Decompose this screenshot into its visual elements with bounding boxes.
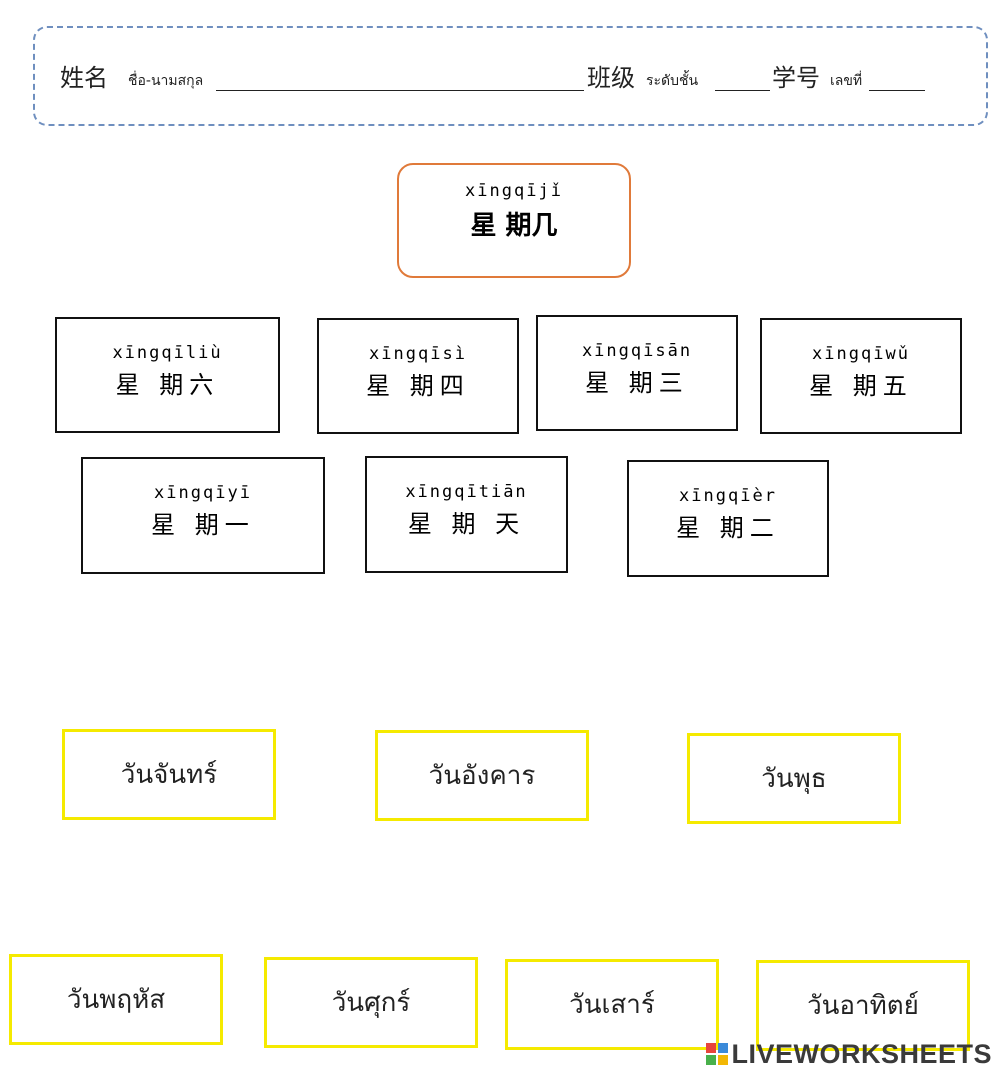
card-pinyin: xīngqīyī [154, 483, 252, 503]
number-label-th: เลขที่ [830, 73, 863, 89]
drop-box-thursday[interactable]: วันพฤหัส [9, 954, 223, 1045]
number-label-zh: 学号 [772, 64, 820, 92]
liveworksheets-logo: LIVEWORKSHEETS [706, 1039, 992, 1070]
card-pinyin: xīngqīsān [581, 341, 693, 361]
card-tuesday[interactable]: xīngqīèr 星 期二 [627, 460, 829, 577]
thai-label: วันเสาร์ [569, 990, 655, 1020]
drop-box-tuesday[interactable]: วันอังคาร [375, 730, 589, 821]
card-wednesday[interactable]: xīngqīsān 星 期三 [536, 315, 738, 431]
drop-box-saturday[interactable]: วันเสาร์ [505, 959, 719, 1050]
drop-box-monday[interactable]: วันจันทร์ [62, 729, 276, 820]
card-hanzi: 星 期 天 [407, 510, 526, 538]
name-label-th: ชื่อ-นามสกุล [128, 73, 204, 89]
card-friday[interactable]: xīngqīwǔ 星 期五 [760, 318, 962, 434]
card-saturday[interactable]: xīngqīliù 星 期六 [55, 317, 280, 433]
class-label-zh: 班级 [587, 64, 635, 92]
thai-label: วันจันทร์ [120, 760, 218, 790]
card-pinyin: xīngqīsì [369, 344, 467, 364]
class-input-line[interactable] [715, 90, 770, 91]
title-hanzi: 星 期几 [470, 211, 558, 241]
card-hanzi: 星 期六 [115, 371, 220, 399]
brand-text: LIVEWORKSHEETS [731, 1039, 992, 1069]
thai-label: วันศุกร์ [331, 988, 411, 1018]
name-input-line[interactable] [216, 90, 584, 91]
drop-box-wednesday[interactable]: วันพุธ [687, 733, 901, 824]
card-pinyin: xīngqīliù [112, 343, 223, 363]
class-label-th: ระดับชั้น [646, 73, 699, 89]
card-hanzi: 星 期四 [366, 372, 470, 400]
student-info-box [33, 26, 988, 126]
card-thursday[interactable]: xīngqīsì 星 期四 [317, 318, 519, 434]
card-pinyin: xīngqīèr [679, 486, 777, 506]
card-hanzi: 星 期三 [585, 369, 689, 397]
title-pinyin: xīngqījǐ [465, 181, 563, 201]
thai-label: วันอาทิตย์ [807, 991, 919, 1021]
thai-label: วันพุธ [761, 764, 827, 794]
card-pinyin: xīngqītiān [405, 482, 528, 502]
name-label-zh: 姓名 [60, 64, 108, 92]
card-hanzi: 星 期一 [151, 511, 255, 539]
card-sunday[interactable]: xīngqītiān 星 期 天 [365, 456, 568, 573]
card-pinyin: xīngqīwǔ [812, 344, 910, 364]
card-hanzi: 星 期二 [676, 514, 780, 542]
liveworksheets-logo-icon [706, 1043, 729, 1065]
number-input-line[interactable] [869, 90, 925, 91]
card-hanzi: 星 期五 [809, 372, 913, 400]
drop-box-friday[interactable]: วันศุกร์ [264, 957, 478, 1048]
drop-box-sunday[interactable]: วันอาทิตย์ [756, 960, 970, 1051]
title-card: xīngqījǐ 星 期几 [397, 163, 631, 278]
card-monday[interactable]: xīngqīyī 星 期一 [81, 457, 325, 574]
thai-label: วันพฤหัส [66, 985, 166, 1015]
thai-label: วันอังคาร [428, 761, 536, 791]
